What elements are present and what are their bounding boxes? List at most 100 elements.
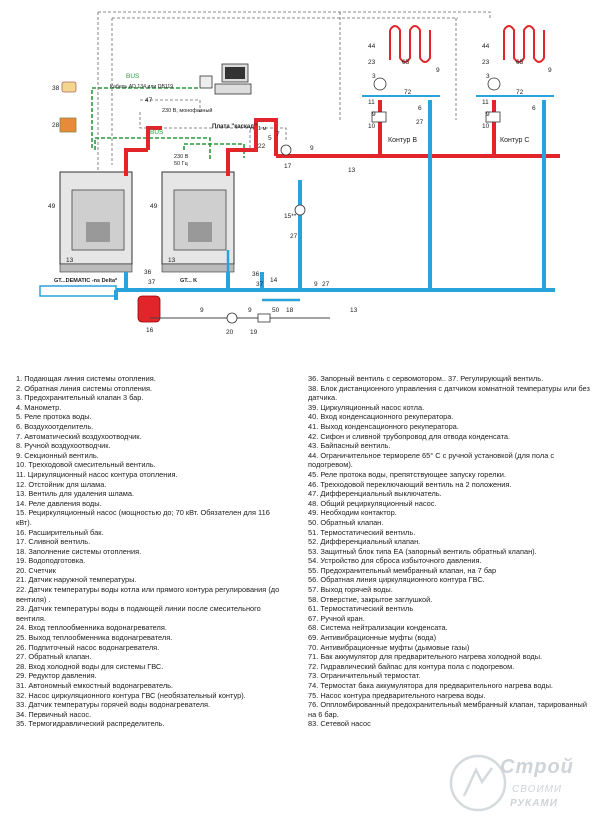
tag-28: 28 [52, 122, 60, 129]
tag-17: 17 [284, 163, 292, 170]
tag-23-b: 23 [482, 59, 490, 66]
tag-27-b: 27 [322, 281, 330, 288]
legend-item: 40. Вход конденсационного рекуператора. [308, 412, 454, 422]
legend-item: 4. Манометр. [16, 402, 62, 412]
tag-9-d: 9 [310, 145, 314, 152]
tag-50: 50 [272, 307, 280, 314]
watermark-line-2: СВОИМИ [512, 784, 563, 795]
legend-item: 49. Необходим контактор. [308, 508, 397, 518]
tag-13-a: 13 [66, 257, 74, 264]
tag-37-a: 37 [148, 279, 156, 286]
legend-item: 22. Датчик температуры воды котла или пр… [16, 585, 280, 604]
tag-11-b: 11 [482, 99, 489, 106]
legend-item: 46. Трехходовой переключающий вентиль на… [308, 479, 512, 489]
boiler-1 [59, 171, 133, 273]
bus-label-mid: BUS [150, 129, 164, 136]
tag-3-b: 3 [486, 73, 490, 80]
water-heater-sensor-icon [59, 117, 77, 133]
legend-item: 33. Датчик температуры горячей воды водо… [16, 700, 211, 710]
legend-item: 52. Дифференциальный клапан. [308, 537, 421, 547]
legend-item: 5. Реле протока воды. [16, 412, 92, 422]
legend-item: 34. Первичный насос. [16, 709, 92, 719]
tag-23-a: 23 [368, 59, 376, 66]
tag-13-d: 13 [350, 307, 358, 314]
tag-65-b: 65 [516, 59, 524, 66]
control-wiring [97, 11, 491, 170]
legend-item: 21. Датчик наружной температуры. [16, 575, 137, 585]
boiler-1-name: GT...DEMATIC -ns Delta* [54, 278, 118, 284]
water-meter-icon [226, 312, 238, 324]
legend-item: 70. Антивибрационные муфты (дымовые газы… [308, 642, 470, 652]
legend-item: 23. Датчик температуры воды в подающей л… [16, 604, 261, 623]
legend-item: 10. Трехходовой смесительный вентиль. [16, 460, 156, 470]
legend-item: 17. Сливной вентиль. [16, 537, 91, 547]
contour-c-label: Контур С [500, 137, 529, 144]
legend-item: 57. Выход горячей воды. [308, 585, 393, 595]
legend-item: 54. Устройство для сброса избыточного да… [308, 556, 482, 566]
tag-5: 5 [268, 135, 272, 142]
legend-item: 13. Вентиль для удаления шлама. [16, 489, 135, 499]
legend-item: 24. Вход теплообменника водонагревателя. [16, 623, 167, 633]
tag-49-b: 49 [150, 203, 158, 210]
legend-item: 3. Предохранительный клапан 3 бар. [16, 393, 144, 403]
legend-item: 61. Термостатический вентиль [308, 604, 414, 614]
tag-6-a: 6 [418, 105, 422, 112]
underfloor-contour-b [362, 25, 440, 123]
heating-scheme-diagram: BUS Кабель AD 134 или DB119 BUS 230 В, м… [39, 11, 560, 336]
watermark-emblem-icon [449, 754, 507, 812]
legend-item: 11. Циркуляционный насос контура отоплен… [16, 469, 178, 479]
legend-item: 69. Антивибрационные муфты (вода) [308, 633, 437, 643]
legend-item: 2. Обратная линия системы отопления. [16, 383, 153, 393]
legend-item: 29. Редуктор давления. [16, 671, 97, 681]
legend-item: 16. Расширительный бак. [16, 527, 104, 537]
legend-item: 51. Термостатический вентиль. [308, 527, 416, 537]
tag-14: 14 [270, 277, 278, 284]
expansion-tank-icon [137, 295, 161, 323]
tag-9-e: 9 [436, 67, 440, 74]
tag-49-a: 49 [48, 203, 56, 210]
legend-item: 35. Термогидравлический распределитель. [16, 719, 165, 729]
legend-item: 72. Гидравлический байпас для контура по… [308, 661, 515, 671]
tag-9-c: 9 [314, 281, 318, 288]
legend-item: 14. Реле давления воды. [16, 498, 102, 508]
legend-item: 39. Циркуляционный насос котла. [308, 402, 425, 412]
tag-38: 38 [52, 85, 60, 92]
tag-72-a: 72 [404, 89, 412, 96]
legend-item: 1. Подающая линия системы отопления. [16, 374, 156, 383]
voltage-mono-label: 230 В, монофазный [162, 107, 212, 114]
watermark-line-3: РУКАМИ [510, 798, 558, 809]
recirculation-pump-icon [294, 204, 306, 216]
legend-column-left: 1. Подающая линия системы отопления.2. О… [16, 374, 286, 729]
legend-item: 76. Оппломбированный предохранительный м… [308, 700, 587, 719]
legend-item: 41. Выход конденсационного рекуператора. [308, 421, 459, 431]
legend-item: 28. Вход холодной воды для системы ГВС. [16, 661, 164, 671]
legend-item: 68. Система нейтрализации конденсата. [308, 623, 448, 633]
tag-6-b: 6 [532, 105, 536, 112]
legend-item: 15. Рециркуляционный насос (мощностью до… [16, 508, 270, 527]
watermark-line-1: Строй [500, 756, 574, 778]
legend-item: 75. Насос контура предварительного нагре… [308, 690, 486, 700]
tag-9-g: 9 [372, 111, 376, 118]
legend-item: 19. Водоподготовка. [16, 556, 86, 566]
legend-item: 56. Обратная линия циркуляционного конту… [308, 575, 485, 585]
tag-15: 15** [284, 213, 297, 220]
tag-27-a: 27 [290, 233, 298, 240]
legend-item: 31. Автономный емкостный водонагреватель… [16, 681, 174, 690]
legend-item: 42. Сифон и сливной трубопровод для отво… [308, 431, 511, 441]
legend-item: 7. Автоматический воздухоотводчик. [16, 431, 142, 441]
legend-item: 27. Обратный клапан. [16, 652, 92, 662]
tag-9-b: 9 [248, 307, 252, 314]
tag-16: 16 [146, 327, 154, 334]
cascade-label: Плата "каскад" [212, 124, 257, 130]
legend: 1. Подающая линия системы отопления.2. О… [16, 374, 591, 754]
tag-44-a: 44 [368, 43, 376, 50]
watermark-logo: Строй СВОИМИ РУКАМИ [448, 752, 588, 818]
legend-item: 50. Обратный клапан. [308, 517, 384, 527]
tag-72-b: 72 [516, 89, 524, 96]
legend-item: 71. Бак аккумулятор для предварительного… [308, 652, 543, 662]
legend-item: 12. Отстойник для шлама. [16, 479, 107, 489]
tag-13-c: 13 [348, 167, 356, 174]
tag-20: 20 [226, 329, 234, 336]
tag-19: 19 [250, 329, 258, 336]
tag-7: 7 [276, 131, 280, 138]
